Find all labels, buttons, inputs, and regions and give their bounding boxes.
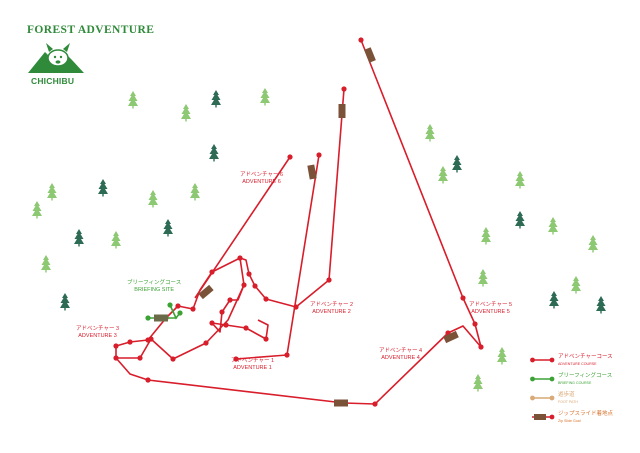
adventure-3-line [115,257,245,360]
adventure-courses [115,39,482,405]
tree-icon [163,219,173,237]
legend-label-en: ADVENTURE COURSE [558,362,597,366]
legend-label-en: FOOT PATH [558,400,578,404]
legend-item-briefing: ブリーフィングコース BRIEFING COURSE [530,373,640,392]
tree-icon [515,171,525,189]
footpath-line-icon [530,395,555,401]
tree-icon [452,155,462,173]
tree-icon [148,190,158,208]
tree-icon [425,124,435,142]
course-nodes [113,37,484,407]
tree-icon [98,179,108,197]
tree-icon [32,201,42,219]
map-legend: アドベンチャーコース ADVENTURE COURSE ブリーフィングコース B… [530,354,640,430]
tree-icon [74,229,84,247]
tree-icon [211,90,221,108]
legend-item-footpath: 遊歩道 FOOT PATH [530,392,640,411]
tree-icon [209,144,219,162]
zip-goal-icon [443,330,459,344]
legend-item-zip: ジップスライド着地点 Zip Slide Goal [530,411,640,430]
legend-item-adventure: アドベンチャーコース ADVENTURE COURSE [530,354,640,373]
logo-title: FOREST ADVENTURE [27,24,155,36]
tree-icon [260,88,270,106]
briefing-line-icon [530,376,555,382]
legend-label-en: Zip Slide Goal [558,419,581,423]
tree-icon [128,91,138,109]
tree-icon [481,227,491,245]
tree-icon [190,183,200,201]
legend-label-en: BRIEFING COURSE [558,381,592,385]
legend-label: アドベンチャーコース [558,354,613,360]
tree-icon [41,255,51,273]
adventure-line-icon [530,357,555,363]
legend-label: ジップスライド着地点 [558,411,614,417]
tree-icon [60,293,70,311]
tree-icon [515,211,525,229]
tree-icon [596,296,606,314]
zip-goal-legend-icon [532,414,555,420]
tree-icon [473,374,483,392]
tree-icon [548,217,558,235]
logo-mascot-icon [28,43,84,73]
briefing-course [145,302,183,322]
tree-icon [549,291,559,309]
tree-icon [478,269,488,287]
tree-icon [497,347,507,365]
zip-goal-icon [334,399,348,407]
zip-goal-icon [364,47,376,63]
zip-goal-icon [338,104,346,118]
tree-icon [588,235,598,253]
zip-slide-goals [198,47,459,407]
tree-icon [111,231,121,249]
tree-icon [181,104,191,122]
legend-label: 遊歩道 [558,392,575,398]
adventure-2-line [211,88,345,333]
legend-label: ブリーフィングコース [558,373,613,379]
tree-icon [47,183,57,201]
zip-goal-icon [198,284,214,300]
logo-subtitle: CHICHIBU [31,76,75,86]
zip-goal-icon [307,164,317,180]
tree-icon [438,166,448,184]
tree-icon [571,276,581,294]
